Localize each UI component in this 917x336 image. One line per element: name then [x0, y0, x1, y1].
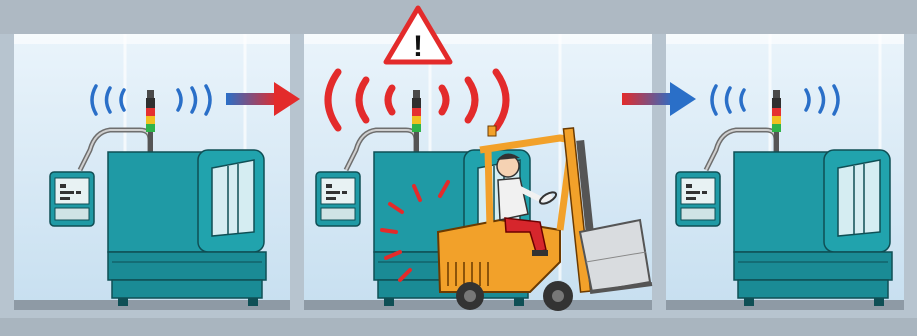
warning-glyph: ! [413, 30, 423, 63]
floor-strip [0, 318, 917, 336]
ceiling-beam [0, 0, 917, 34]
